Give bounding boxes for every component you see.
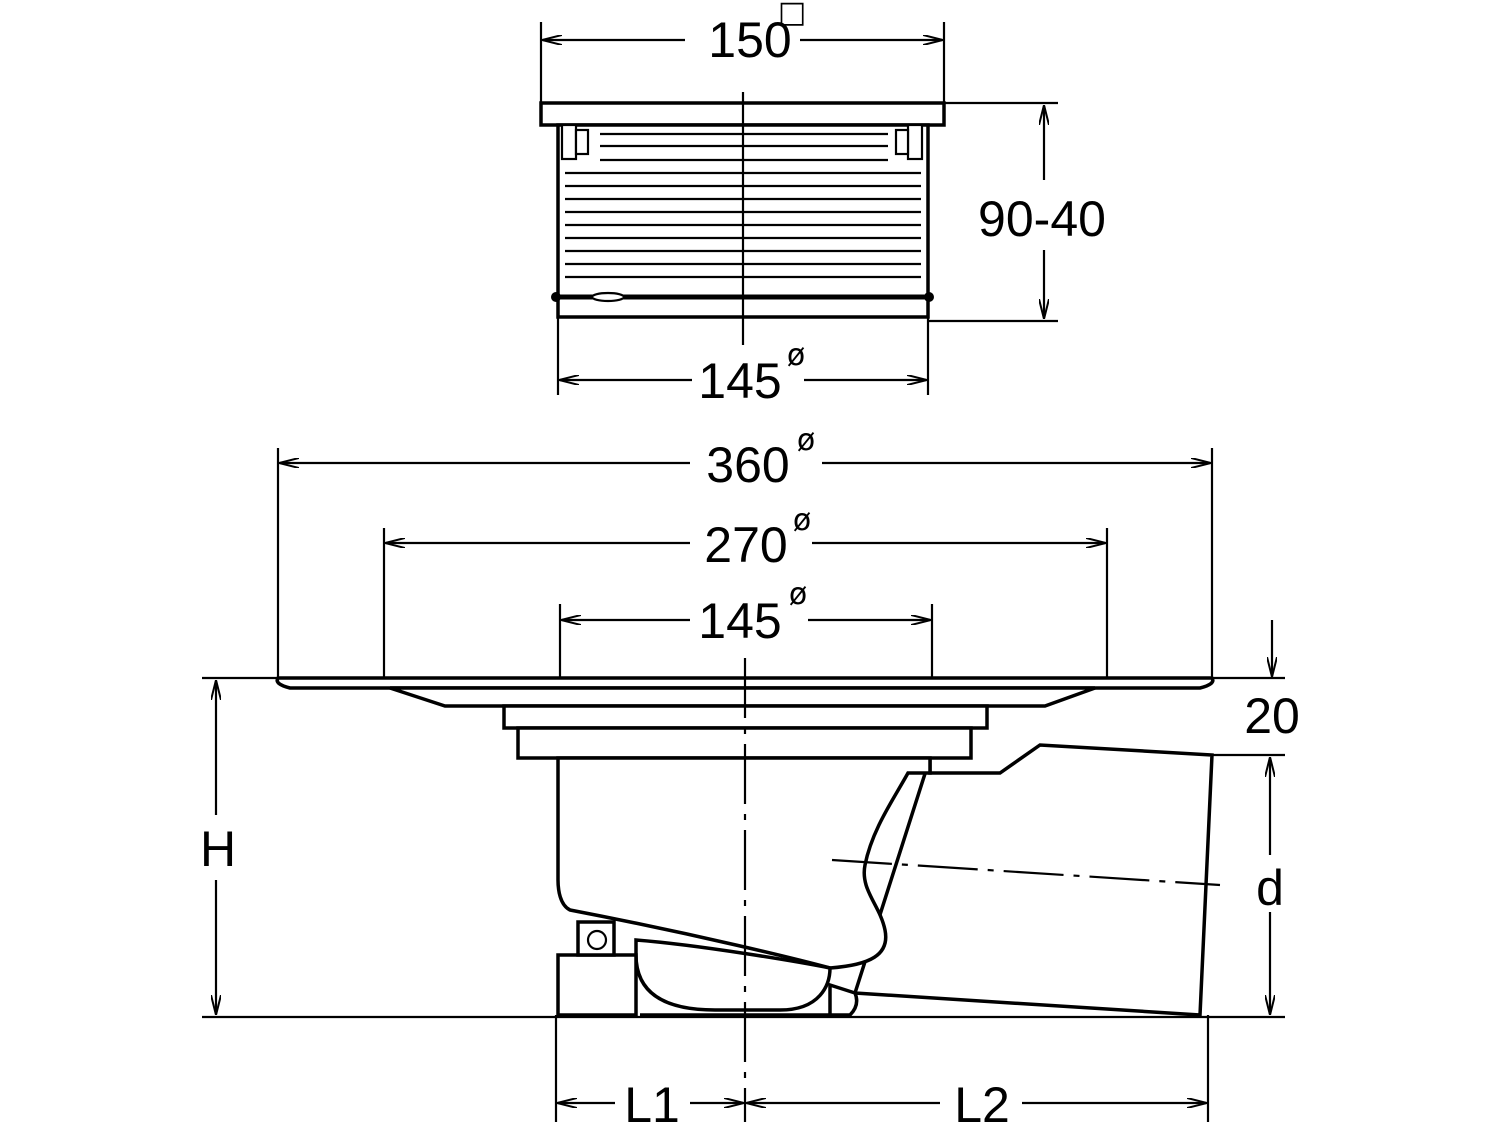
dim-150-label: 150 <box>708 12 791 68</box>
grate-assembly <box>539 92 946 345</box>
dimension-270: 270 ø <box>382 503 1109 678</box>
outlet-pipe <box>852 743 1214 1017</box>
square-symbol: □ <box>778 0 806 30</box>
dimension-h: H <box>200 681 236 1014</box>
diameter-symbol: ø <box>789 577 807 612</box>
dimension-l1-l2: L1 L2 <box>554 1015 1210 1125</box>
dim-d-label: d <box>1256 860 1284 916</box>
dimension-360: 360 ø <box>276 423 1214 678</box>
grate-clips <box>560 123 924 161</box>
dim-360-label: 360 <box>706 437 789 493</box>
dimension-145-top: 145 ø <box>556 317 930 409</box>
dim-h-label: H <box>200 821 236 877</box>
dim-145-top-label: 145 <box>698 353 781 409</box>
dimension-d: d <box>1212 753 1285 1014</box>
dim-145-bottom-label: 145 <box>698 593 781 649</box>
dimension-20: 20 <box>1244 620 1300 744</box>
centre-lines <box>743 658 1221 1122</box>
dim-l2-label: L2 <box>954 1077 1010 1125</box>
dim-20-label: 20 <box>1244 688 1300 744</box>
drain-flange <box>275 676 1215 708</box>
diameter-symbol: ø <box>797 423 815 458</box>
dimension-150: 150 □ <box>539 0 946 103</box>
diameter-symbol: ø <box>787 338 805 373</box>
diameter-symbol: ø <box>793 503 811 538</box>
dimension-145-bottom: 145 ø <box>558 577 934 678</box>
dimension-90-40: 90-40 <box>928 101 1106 323</box>
dim-l1-label: L1 <box>624 1077 680 1125</box>
dim-90-40-label: 90-40 <box>978 191 1106 247</box>
dim-270-label: 270 <box>704 517 787 573</box>
